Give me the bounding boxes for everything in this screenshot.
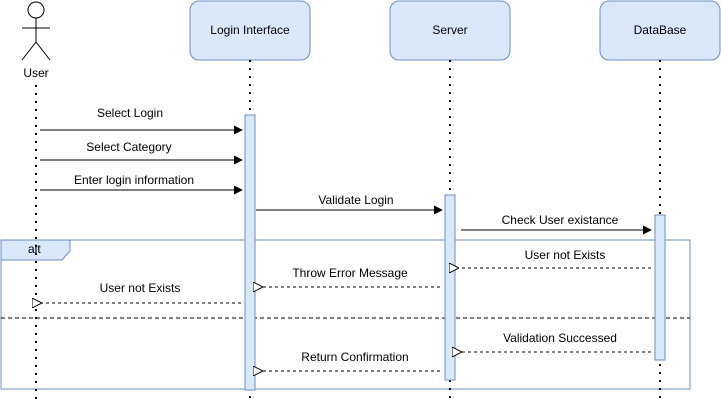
actor-stick-figure-icon: [21, 1, 51, 61]
message-check-user-existance: Check User existance: [461, 213, 652, 235]
server-activation-bar: [444, 194, 456, 381]
login-interface-activation-bar: [244, 114, 256, 391]
actor-user-label: User: [23, 66, 48, 80]
message-select-category: Select Category: [40, 140, 243, 165]
actor-user: User: [21, 1, 51, 403]
message-label: Check User existance: [502, 213, 619, 227]
message-validation-successed: Validation Successed: [461, 331, 651, 352]
database-activation-bar: [654, 214, 666, 361]
message-throw-error-message: Throw Error Message: [262, 266, 440, 287]
message-label: Validate Login: [318, 193, 393, 207]
participant-server: Server: [389, 0, 511, 403]
message-enter-login-information: Enter login information: [40, 173, 243, 195]
message-label: Enter login information: [74, 173, 194, 187]
message-label: Select Login: [97, 106, 163, 120]
alt-fragment-label: alt: [28, 242, 41, 256]
message-label: Validation Successed: [503, 331, 617, 345]
participant-database: DataBase: [599, 0, 721, 403]
message-label: Select Category: [86, 140, 171, 154]
message-return-confirmation: Return Confirmation: [262, 350, 440, 371]
participant-login-interface-label: Login Interface: [210, 23, 290, 37]
message-label: Return Confirmation: [301, 350, 408, 364]
message-label: User not Exists: [100, 281, 181, 295]
participant-login-interface: Login Interface: [189, 0, 311, 403]
alt-fragment-frame: [0, 239, 691, 390]
alt-fragment-tab: [0, 239, 71, 261]
message-label: Throw Error Message: [292, 266, 408, 280]
message-label: User not Exists: [525, 248, 606, 262]
message-user-not-exists-db: User not Exists: [458, 248, 651, 268]
participant-database-label: DataBase: [634, 23, 687, 37]
message-select-login: Select Login: [40, 106, 243, 135]
message-validate-login: Validate Login: [256, 193, 443, 215]
message-user-not-exists-ui: User not Exists: [41, 281, 241, 303]
participant-server-label: Server: [432, 23, 467, 37]
alt-fragment: alt: [0, 239, 691, 390]
